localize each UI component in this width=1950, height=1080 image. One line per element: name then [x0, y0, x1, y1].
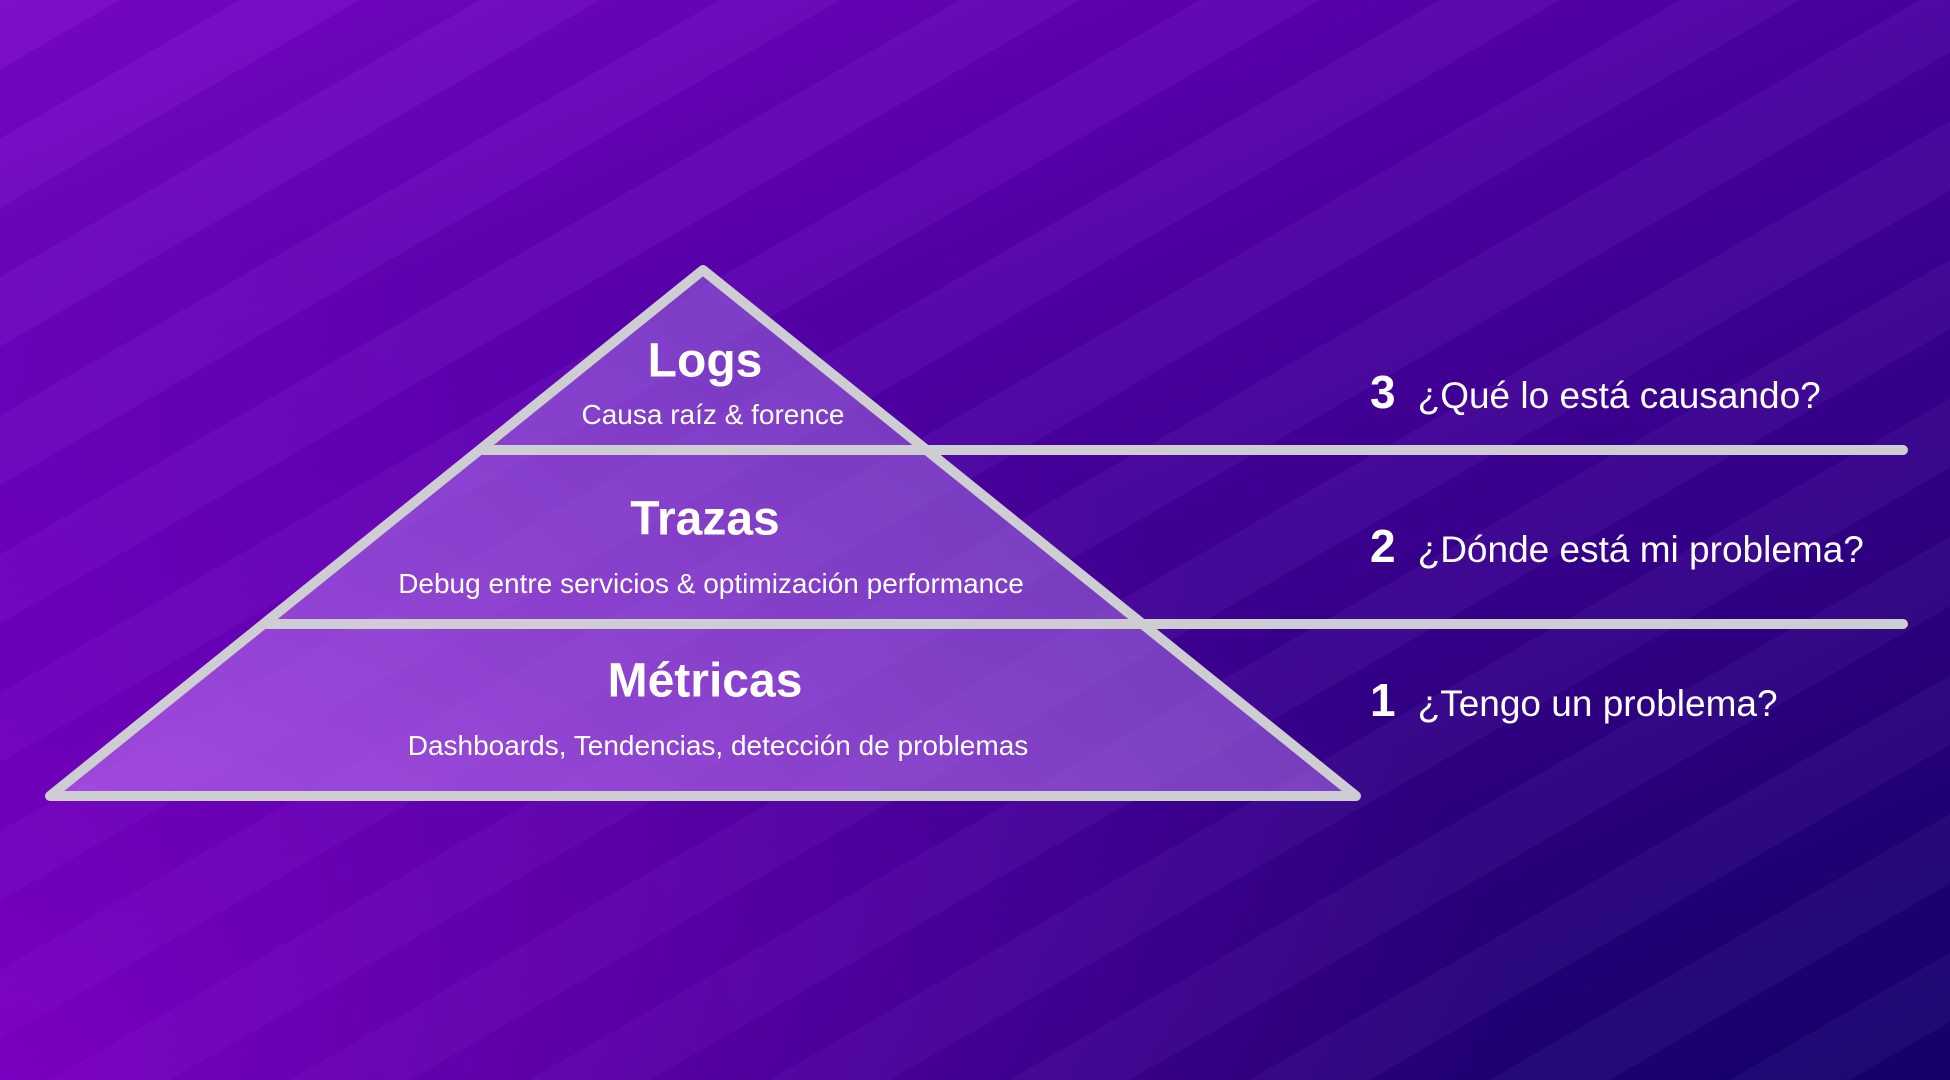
level-logs-subtitle: Causa raíz & forence [581, 399, 845, 430]
question-2: 2 ¿Dónde está mi problema? [1370, 519, 1864, 573]
level-trazas-title: Trazas [630, 492, 780, 546]
level-trazas-subtitle: Debug entre servicios & optimización per… [398, 568, 1024, 599]
level-metricas-title: Métricas [607, 654, 803, 708]
level-metricas-subtitle: Dashboards, Tendencias, detección de pro… [407, 730, 1029, 761]
level-logs-title: Logs [647, 334, 763, 388]
question-1: 1 ¿Tengo un problema? [1370, 673, 1778, 727]
question-3: 3 ¿Qué lo está causando? [1370, 365, 1821, 419]
question-number: 3 [1370, 366, 1396, 418]
question-text: ¿Dónde está mi problema? [1417, 529, 1864, 570]
question-text: ¿Tengo un problema? [1417, 683, 1778, 724]
question-text: ¿Qué lo está causando? [1417, 375, 1821, 416]
question-number: 1 [1370, 674, 1396, 726]
pyramid-shape [45, 265, 1361, 801]
question-number: 2 [1370, 520, 1396, 572]
